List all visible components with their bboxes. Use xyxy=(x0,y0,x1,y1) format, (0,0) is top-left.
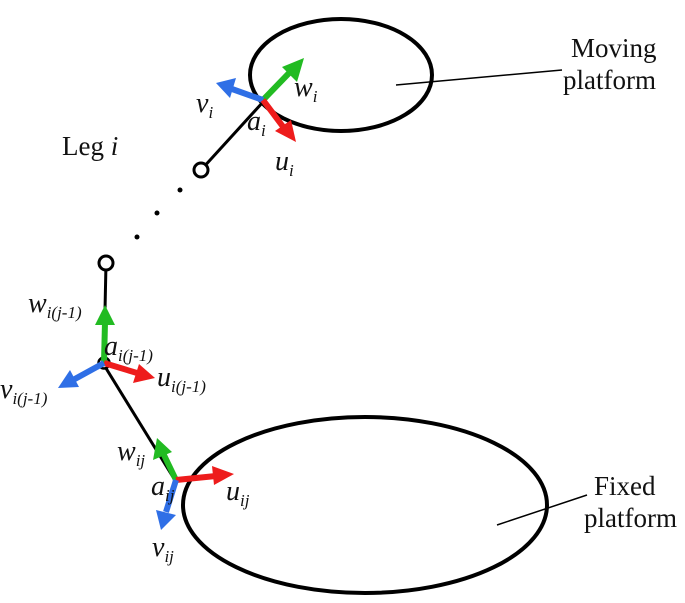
w-label-top: wi xyxy=(294,72,318,106)
moving-platform-leader xyxy=(395,69,563,86)
u-axis-arrow-bottom xyxy=(175,473,217,483)
joint-middle xyxy=(97,254,115,272)
v-axis-arrow-top xyxy=(230,86,265,103)
moving-platform-ellipse xyxy=(248,17,434,133)
continuation-dot xyxy=(177,187,183,193)
w-axis-arrow-top xyxy=(260,67,295,103)
w-label-bottom: wij xyxy=(117,436,145,470)
u-axis-arrow-top xyxy=(260,98,287,130)
leg-label: Leg i xyxy=(62,131,118,161)
w-arrowhead-bottom xyxy=(153,438,172,460)
u-label-bottom: uij xyxy=(226,476,250,510)
leg-link-lower xyxy=(102,364,175,478)
moving-platform-label-line1: Moving xyxy=(571,33,657,63)
frame-top-axes xyxy=(216,58,304,142)
frame-middle-axes xyxy=(58,305,155,388)
u-label-middle: ui(j-1) xyxy=(157,362,206,396)
a-label-middle: ai(j-1) xyxy=(104,331,153,365)
w-axis-arrow-middle xyxy=(101,321,108,364)
v-arrowhead-bottom xyxy=(156,510,176,530)
a-label-top: ai xyxy=(247,106,266,140)
fixed-platform-label-line2: platform xyxy=(584,503,677,533)
leg-link-top xyxy=(199,100,265,172)
u-axis-arrow-middle xyxy=(103,360,138,376)
v-arrowhead-middle xyxy=(58,370,79,388)
u-label-top: ui xyxy=(275,146,294,180)
u-arrowhead-top xyxy=(275,120,296,142)
continuation-dot xyxy=(154,210,160,216)
continuation-dot xyxy=(134,234,140,240)
v-axis-arrow-bottom xyxy=(163,479,179,513)
w-arrowhead-top xyxy=(282,58,304,82)
w-arrowhead-middle xyxy=(95,305,115,325)
moving-platform-label-line2: platform xyxy=(563,65,656,95)
u-arrowhead-middle xyxy=(133,364,155,383)
v-label-middle: vi(j-1) xyxy=(0,374,48,408)
fixed-platform-label-line1: Fixed xyxy=(594,471,656,501)
u-arrowhead-bottom xyxy=(212,466,234,485)
v-axis-arrow-middle xyxy=(71,360,106,383)
a-label-bottom: aij xyxy=(151,471,175,505)
v-label-bottom: vij xyxy=(152,532,174,566)
fixed-platform-ellipse xyxy=(181,415,549,595)
v-label-top: vi xyxy=(196,88,213,122)
w-label-middle: wi(j-1) xyxy=(28,288,82,322)
fixed-platform-leader xyxy=(496,494,588,526)
frame-bottom-axes xyxy=(153,438,234,530)
v-arrowhead-top xyxy=(216,78,236,98)
joint-top xyxy=(192,161,210,179)
w-axis-arrow-bottom xyxy=(160,451,179,482)
